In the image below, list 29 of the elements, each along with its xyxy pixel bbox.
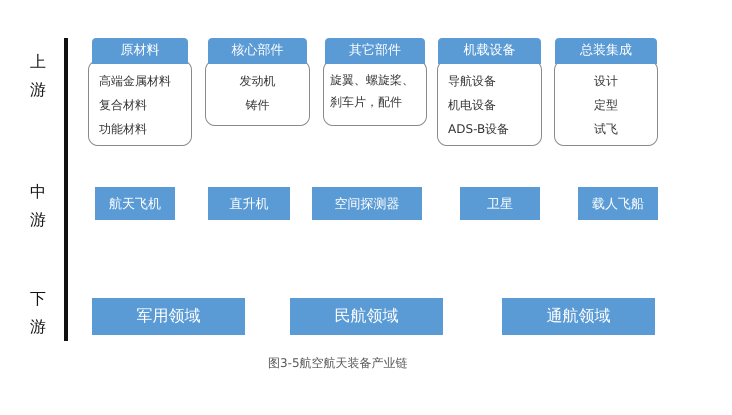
category-header: 总装集成 xyxy=(555,38,657,64)
list-item: 发动机 xyxy=(238,73,276,90)
stage-label: 下游 xyxy=(30,288,46,338)
list-item: 定型 xyxy=(593,97,619,114)
product-box: 卫星 xyxy=(460,187,540,220)
list-item: 设计 xyxy=(593,73,619,90)
list-item: 功能材料 xyxy=(99,121,148,138)
list-item: 机电设备 xyxy=(448,97,497,114)
sector-box: 通航领域 xyxy=(502,298,655,335)
category-header: 其它部件 xyxy=(325,38,425,64)
category-header: 核心部件 xyxy=(208,38,307,64)
category-header: 机载设备 xyxy=(438,38,541,64)
list-item: 试飞 xyxy=(593,121,619,138)
stage-label: 上游 xyxy=(30,51,46,101)
list-item: 导航设备 xyxy=(448,73,497,90)
product-box: 直升机 xyxy=(208,187,290,220)
product-box: 载人飞船 xyxy=(578,187,658,220)
product-box: 空间探测器 xyxy=(312,187,422,220)
sector-box: 民航领域 xyxy=(290,298,443,335)
list-item: 铸件 xyxy=(244,97,270,114)
stage-label: 中游 xyxy=(30,181,46,231)
list-item: 复合材料 xyxy=(99,97,148,114)
sector-box: 军用领域 xyxy=(92,298,245,335)
product-box: 航天飞机 xyxy=(95,187,175,220)
list-item: ADS-B设备 xyxy=(448,121,510,138)
list-item: 高端金属材料 xyxy=(99,73,172,90)
category-header: 原材料 xyxy=(92,38,188,64)
list-item: 旋翼、螺旋桨、刹车片，配件 xyxy=(330,72,415,111)
figure-caption: 图3-5航空航天装备产业链 xyxy=(268,355,408,372)
